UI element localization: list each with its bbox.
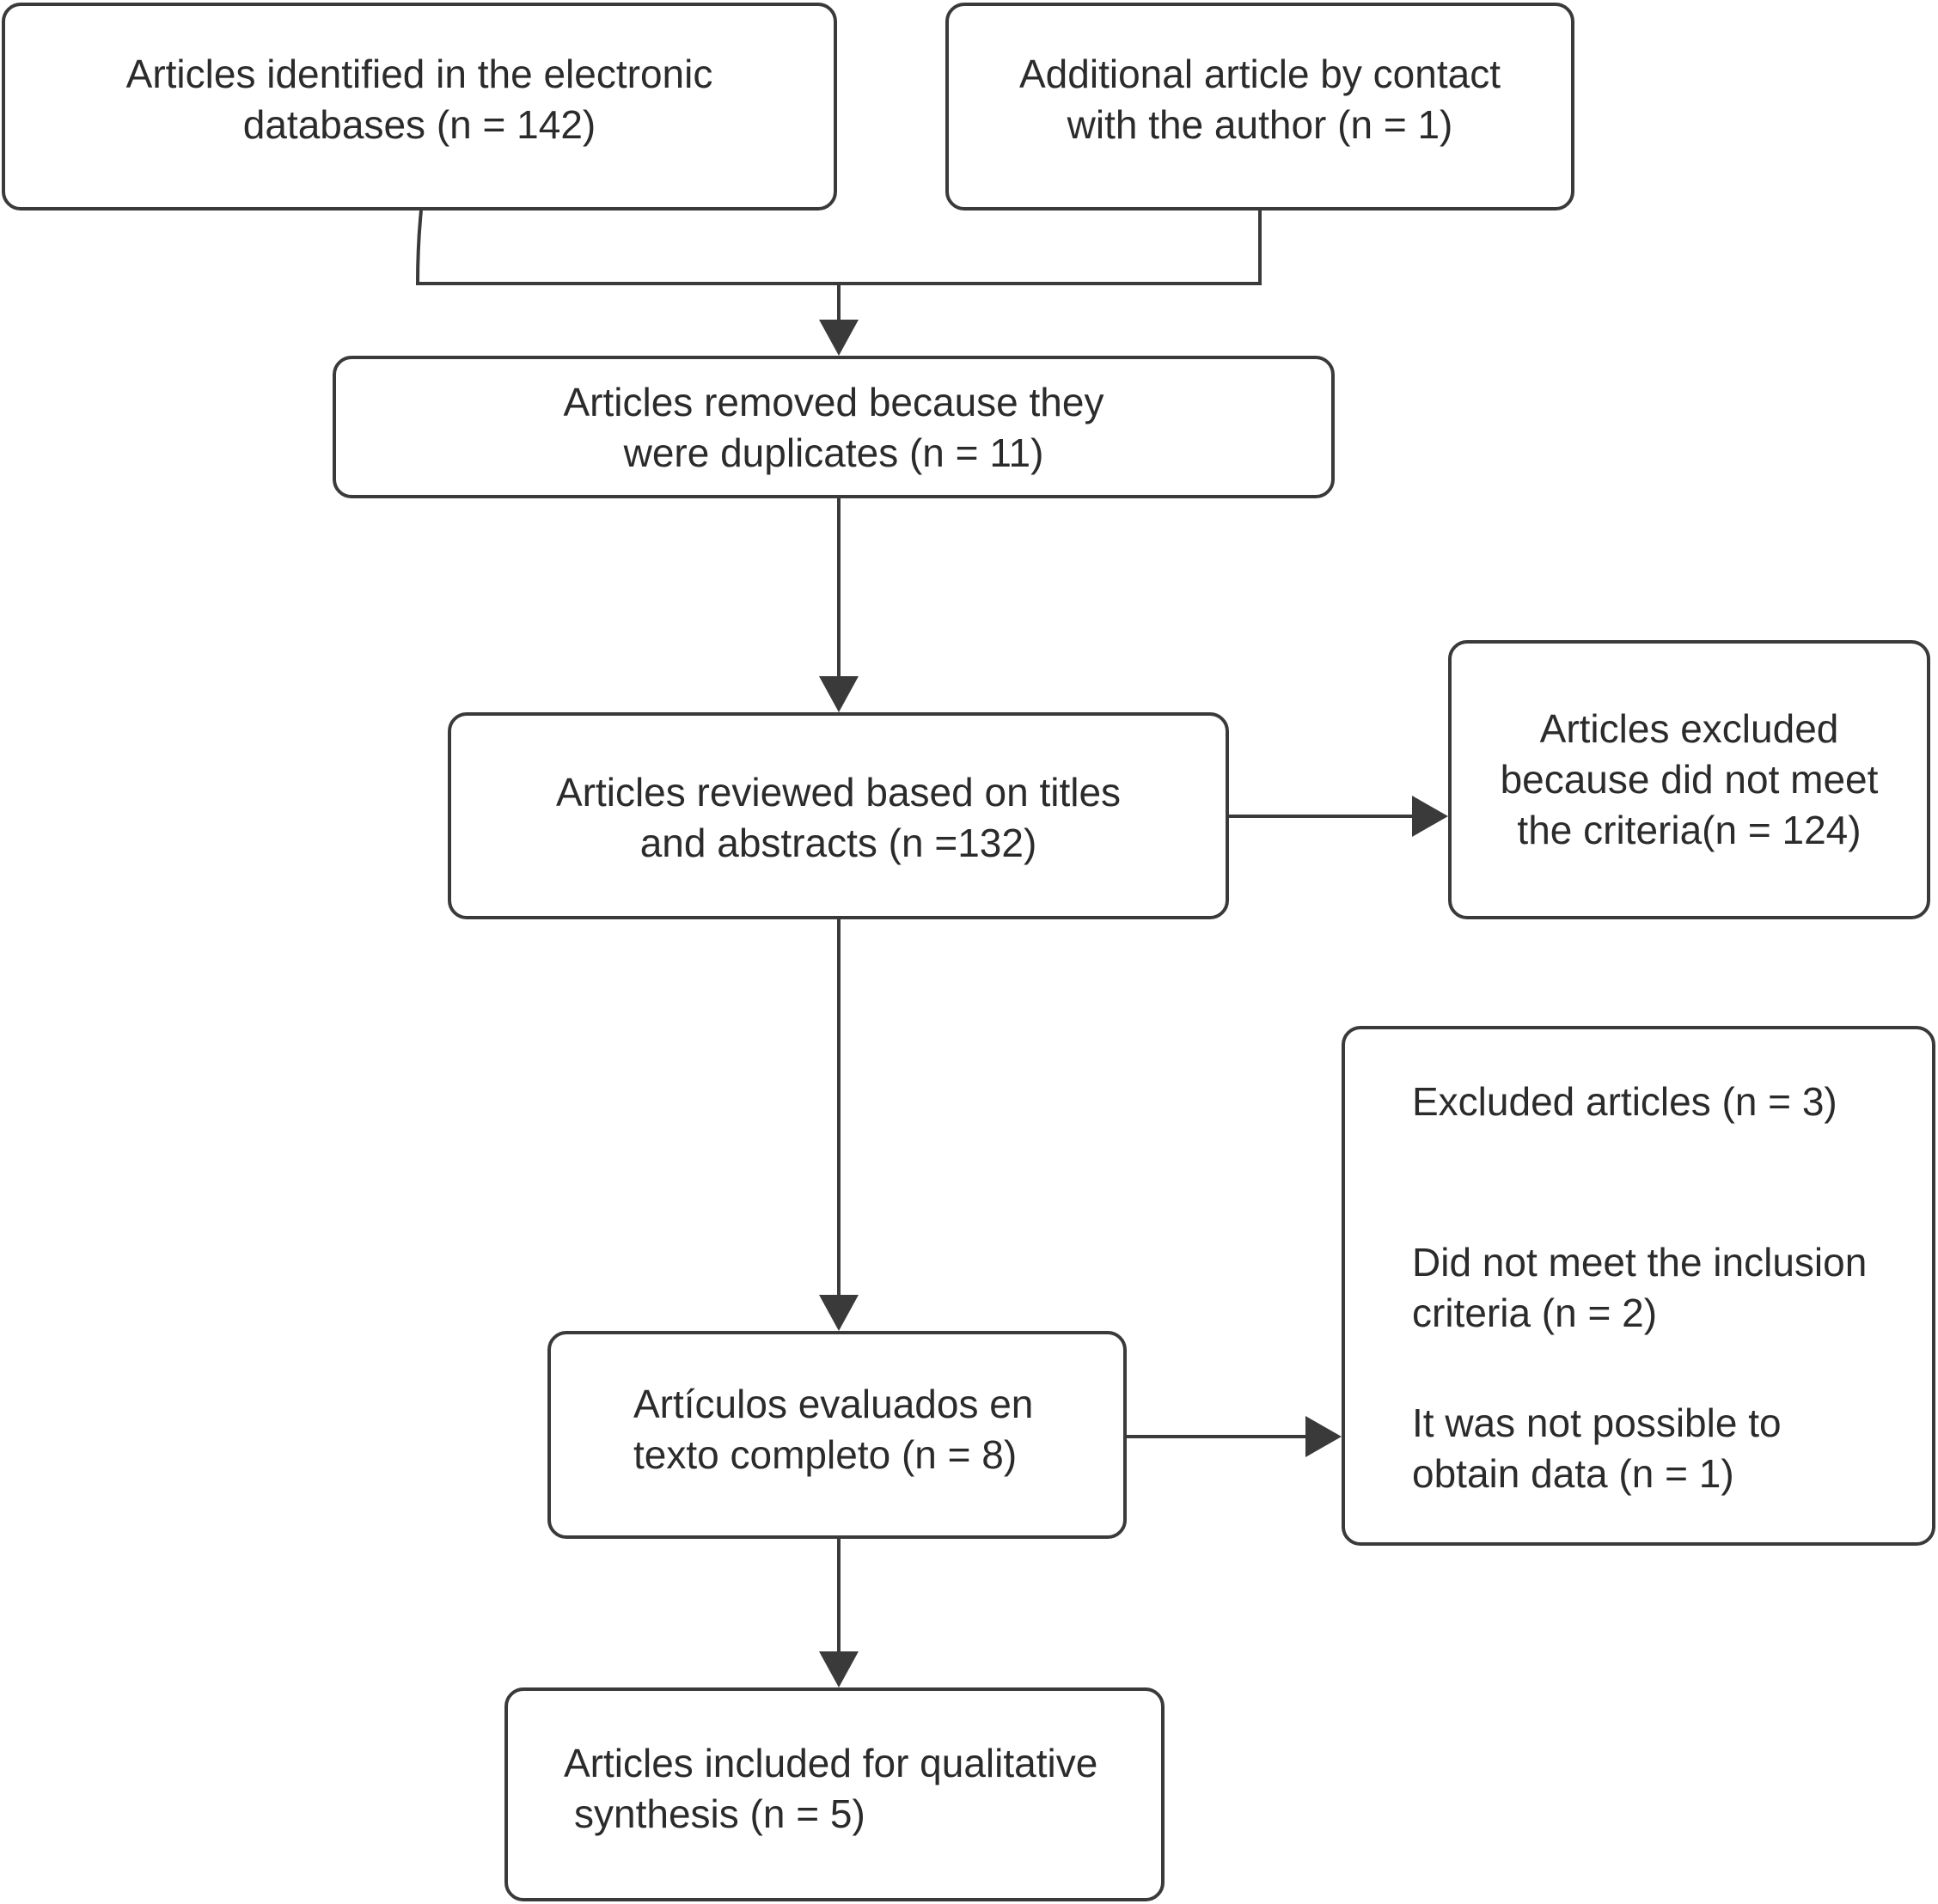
exclusion-reason-2-line-1: It was not possible to — [1412, 1401, 1782, 1445]
excluded-criteria-line-2: because did not meet — [1500, 757, 1879, 802]
duplicates-removed-line-2: were duplicates (n = 11) — [623, 430, 1044, 475]
excluded-articles-box: Excluded articles (n = 3) Did not meet t… — [1342, 1026, 1935, 1546]
reviewed-articles-box: Articles reviewed based on titles and ab… — [448, 712, 1229, 919]
included-articles-line-2: synthesis (n = 5) — [574, 1791, 865, 1836]
identified-articles-line-2: databases (n = 142) — [242, 102, 596, 147]
duplicates-removed-box: Articles removed because they were dupli… — [333, 356, 1335, 498]
arrowhead-to-fulltext — [819, 1295, 859, 1331]
full-text-evaluated-line-2: texto completo (n = 8) — [633, 1432, 1018, 1477]
exclusion-reason-inclusion-criteria: Did not meet the inclusion criteria (n =… — [1412, 1237, 1867, 1339]
included-articles-line-1: Articles included for qualitative — [564, 1741, 1098, 1785]
merge-connector — [415, 210, 1262, 285]
excluded-criteria-line-3: the criteria(n = 124) — [1517, 808, 1862, 852]
additional-article-line-1: Additional article by contact — [1019, 52, 1501, 96]
full-text-evaluated-line-1: Artículos evaluados en — [633, 1382, 1034, 1426]
exclusion-reason-2-line-2: obtain data (n = 1) — [1412, 1451, 1734, 1496]
additional-article-line-2: with the author (n = 1) — [1067, 102, 1453, 147]
reviewed-articles-line-2: and abstracts (n =132) — [639, 821, 1037, 865]
exclusion-reason-no-data: It was not possible to obtain data (n = … — [1412, 1398, 1782, 1499]
excluded-criteria-line-1: Articles excluded — [1539, 706, 1839, 751]
additional-article-box: Additional article by contact with the a… — [945, 3, 1574, 211]
excluded-articles-heading: Excluded articles (n = 3) — [1412, 1079, 1837, 1124]
arrowhead-to-duplicates — [819, 320, 859, 356]
excluded-criteria-box: Articles excluded because did not meet t… — [1448, 640, 1930, 919]
identified-articles-line-1: Articles identified in the electronic — [125, 52, 713, 96]
duplicates-removed-line-1: Articles removed because they — [563, 380, 1104, 424]
included-articles-box: Articles included for qualitative synthe… — [504, 1687, 1165, 1901]
reviewed-articles-line-1: Articles reviewed based on titles — [555, 770, 1122, 815]
arrowhead-to-excluded-articles — [1305, 1416, 1342, 1457]
arrowhead-to-excluded-criteria — [1412, 796, 1448, 837]
arrowhead-to-reviewed — [819, 676, 859, 712]
exclusion-reason-1-line-2: criteria (n = 2) — [1412, 1291, 1658, 1335]
exclusion-reason-1-line-1: Did not meet the inclusion — [1412, 1240, 1868, 1285]
identified-articles-box: Articles identified in the electronic da… — [2, 3, 837, 211]
arrowhead-to-included — [819, 1651, 859, 1687]
full-text-evaluated-box: Artículos evaluados en texto completo (n… — [547, 1331, 1127, 1539]
